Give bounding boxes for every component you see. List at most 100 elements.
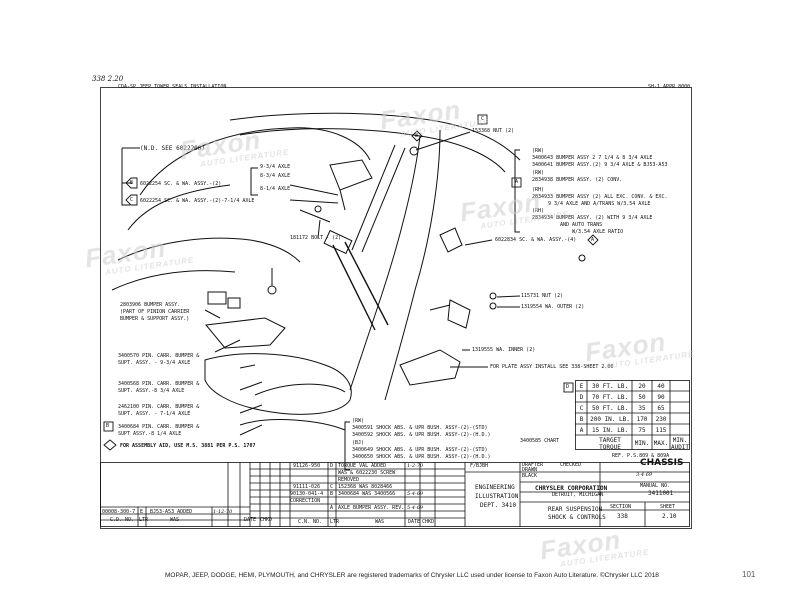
label-bumper-right-4: (RW): [532, 170, 545, 176]
torque-value: 15 IN. LB.: [591, 427, 629, 434]
section-label: SECTION: [610, 504, 632, 510]
revision-text: REMOVED: [338, 477, 360, 483]
torque-letter: A: [579, 427, 584, 434]
top-strip-left: CDA-SP JEEP TOWER SEALS INSTALLATION: [118, 84, 227, 90]
callout-b-table: B: [106, 423, 110, 429]
sheet-label: SHEET: [660, 504, 676, 510]
torque-chart-grid: [575, 380, 690, 450]
col-date-left: DATE: [244, 517, 257, 523]
assembly-aid-note: FOR ASSEMBLY AID, USE M.S. 3881 PER P.S.…: [120, 443, 256, 449]
torque-footer-target: TARGET TORQUE: [599, 437, 621, 451]
torque-letter: B: [579, 416, 584, 423]
label-bumper-right-7: 2834933 BUMPER ASSY (2) ALL EXC. CONV. &…: [532, 194, 668, 200]
label-pin-carr-4b: SUPT ASSY.-8 1/4 AXLE: [118, 431, 182, 437]
torque-min: 20: [638, 383, 646, 390]
label-bumper-right-8: 9 3/4 AXLE AND A/TRANS W/3.54 AXLE: [548, 201, 651, 207]
label-bumper-right-1: (RW): [532, 148, 545, 154]
drawing-frame: [100, 87, 692, 529]
label-shock-4: (BJ): [352, 440, 365, 446]
callout-b-mid: B: [415, 133, 419, 139]
revision-text: 3400684 WAS 3400566: [338, 491, 396, 497]
label-shock-5: 3400649 SHOCK ABS. & UPR BUSH. ASSY-(2)-…: [352, 447, 488, 453]
model-code: F/BJBH: [470, 463, 489, 469]
change-left-date: 1-12-70: [213, 509, 233, 515]
revision-ref: 90130-041-4: [290, 491, 324, 497]
torque-max: 40: [657, 383, 665, 390]
label-washer-inner: 1319555 WA. INNER (2): [472, 347, 536, 353]
company-name: CHRYSLER CORPORATION: [535, 485, 608, 492]
torque-min: 75: [638, 427, 646, 434]
label-bumper-2803906: 2803906 BUMPER ASSY.: [120, 302, 181, 308]
torque-value: 200 IN. LB.: [590, 416, 630, 423]
drawing-date: 3-4-69: [636, 472, 653, 478]
label-pin-carr-4a: 3400684 PIN. CARR. BUMPER &: [118, 424, 200, 430]
torque-letter: C: [579, 405, 584, 412]
col-cdno-left: C.D. NO.: [110, 517, 135, 523]
callout-d-chart: D: [566, 384, 570, 390]
callout-c-left: C: [130, 197, 134, 203]
label-shock-6: 3400650 SHOCK ABS. & UPR BUSH. ASSY-(2)-…: [352, 454, 491, 460]
page-number-handwritten: 338 2.20: [92, 75, 124, 83]
torque-value: 70 FT. LB.: [591, 394, 629, 401]
torque-footer-audit: MIN. AUDIT: [670, 437, 690, 451]
col-ltr-left: LTR: [139, 517, 149, 523]
top-strip-right: SH-1 APPR 8000: [648, 84, 691, 90]
change-left-ref: 00008-300-7: [102, 509, 136, 515]
label-sc-wa-6022834: 6022834 SC. & WA. ASSY.-(4): [495, 237, 577, 243]
label-pin-carr-1a: 3400570 PIN. CARR. BUMPER &: [118, 353, 200, 359]
torque-footer-min: MIN.: [634, 440, 650, 447]
torque-min: 50: [638, 394, 646, 401]
callout-a-right: A: [515, 179, 519, 185]
torque-value: 50 FT. LB.: [591, 405, 629, 412]
engineering-dept-3: DEPT. 3410: [480, 502, 517, 509]
torque-value: 30 FT. LB.: [591, 383, 629, 390]
label-bolt-181172: 181172 BOLT - (2): [290, 235, 342, 241]
label-bumper-right-10: 2834934 BUMPER ASSY. (2) WITH 9 3/4 AXLE: [532, 215, 653, 221]
description-2: SHOCK & CONTROLS: [548, 514, 606, 521]
revision-letter: D: [330, 463, 334, 469]
revision-text: TORQUE VAL ADDED: [338, 463, 387, 469]
label-plate-note: FOR PLATE ASSY INSTALL SEE 338-SHEET 2.0…: [490, 364, 614, 370]
drafter-black: BLACK: [522, 473, 538, 479]
label-bumper-right-5: 2834938 BUMPER ASSY. (2) CONV.: [532, 177, 623, 183]
torque-max: 230: [655, 416, 667, 423]
label-bumper-right-3: 3400641 BUMPER ASSY.(2) 9 3/4 AXLE & BJ5…: [532, 162, 668, 168]
label-shock-chart: 3400585 CHART: [520, 438, 560, 444]
label-nut-153368: 153368 NUT (2): [472, 128, 515, 134]
drafter-label: DRAFTER: [522, 462, 544, 468]
label-shock-2: 3400591 SHOCK ABS. & UPR BUSH. ASSY-(2)-…: [352, 425, 488, 431]
checked-label: CHECKED: [560, 462, 582, 468]
label-sc-wa-1: 6022254 SC. & WA. ASSY.-(2): [140, 181, 222, 187]
label-nut-115731: 115731 NUT (2): [521, 293, 564, 299]
revision-text: AXLE BUMPER ASSY. REV.: [338, 505, 405, 511]
col-chkd-mid: CHKD: [422, 519, 435, 525]
label-pin-carr-2b: SUPT. ASSY.-8 3/4 AXLE: [118, 388, 185, 394]
label-pin-carr-3a: 2462100 PIN. CARR. BUMPER &: [118, 404, 200, 410]
col-cn-mid: C.N. NO.: [298, 519, 323, 525]
label-bumper-right-11: AND AUTO TRANS: [560, 222, 603, 228]
label-nd-see: (N.D. SEE 6022200): [140, 145, 206, 152]
revision-text: WAS & 6022230 SCREW: [338, 470, 396, 476]
col-ltr-mid: LTR: [330, 519, 340, 525]
sheet-number: 2.10: [662, 513, 677, 520]
revision-date: 1-2-70: [407, 463, 424, 469]
torque-max: 115: [655, 427, 667, 434]
label-bumper-part-of: (PART OF PINION CARRIER: [120, 309, 190, 315]
torque-letter: E: [579, 383, 584, 390]
col-was-left: WAS: [170, 517, 180, 523]
company-city: DETROIT, MICHIGAN: [552, 492, 604, 498]
footer-page-number: 101: [742, 570, 756, 579]
engineering-dept-2: ILLUSTRATION: [475, 493, 519, 500]
revision-ref: 91126-950: [293, 463, 321, 469]
label-shock-3: 3400592 SHOCK ABS. & UPR BUSH. ASSY-(2)-…: [352, 432, 491, 438]
col-was-mid: WAS: [375, 519, 385, 525]
manual-no-label: MANUAL NO.: [640, 483, 671, 489]
revision-letter: A: [330, 505, 334, 511]
callout-c-top: C: [481, 116, 485, 122]
section-number: 338: [617, 513, 628, 520]
torque-min: 35: [638, 405, 646, 412]
ref-ps-note: REF. P.S.809 & 809A: [612, 453, 670, 459]
label-shock-1: (RW): [352, 418, 365, 424]
revision-letter: B: [330, 491, 334, 497]
